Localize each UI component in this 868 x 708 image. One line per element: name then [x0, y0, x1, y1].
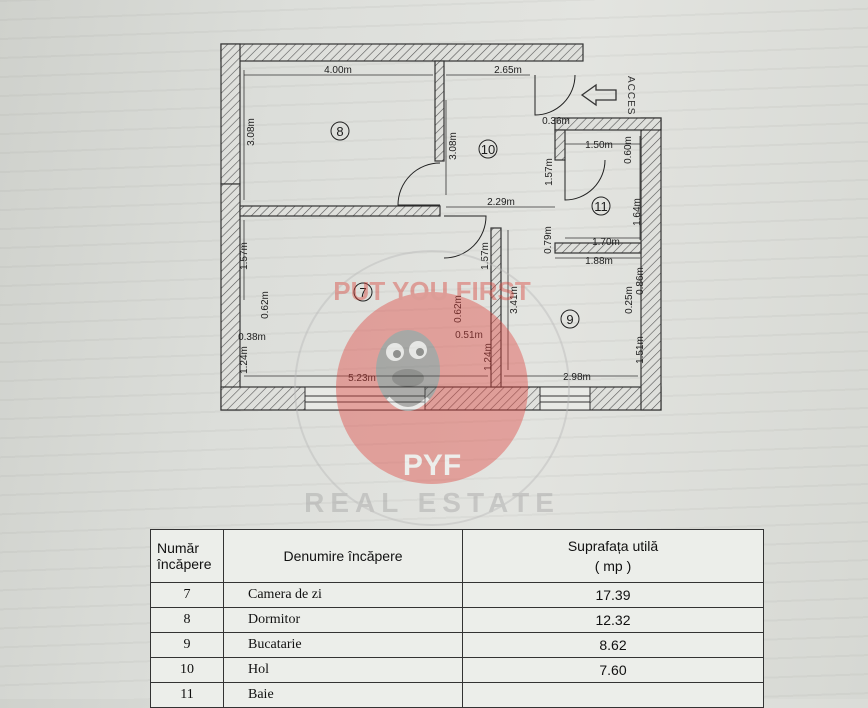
row-area: 17.39: [462, 582, 764, 608]
row-name: Hol: [223, 657, 463, 683]
header-room-name: Denumire încăpere: [223, 529, 463, 583]
dim-0-62-center: 0.62m: [453, 295, 464, 323]
floor-plan: ACCES 8 10 11 7 9 4.00m 2.65m 3.08m 3.08…: [220, 43, 662, 526]
dim-0-60: 0.60m: [623, 136, 634, 164]
watermark-logo: PUT YOU FIRST PYF REAL ESTATE: [294, 250, 570, 526]
row-name: Camera de zi: [223, 582, 463, 608]
room-number-7: 7: [359, 285, 366, 300]
header-area: Suprafața utilă ( mp ): [462, 529, 764, 583]
dim-1-57-living: 1.57m: [239, 242, 250, 270]
row-number: 10: [150, 657, 224, 683]
dim-0-62-left: 0.62m: [260, 291, 271, 319]
dim-0-36: 0.36m: [542, 116, 570, 127]
watermark-bottom: REAL ESTATE: [304, 487, 560, 518]
row-number: 8: [150, 607, 224, 633]
room-number-8: 8: [336, 124, 343, 139]
table-row: 7 Camera de zi 17.39: [150, 582, 764, 608]
room-markers: 8 10 11 7 9: [330, 121, 611, 329]
row-name: Baie: [223, 682, 463, 708]
row-area: 12.32: [462, 607, 764, 633]
header-area-line2: ( mp ): [594, 558, 632, 574]
dim-1-64: 1.64m: [632, 198, 643, 226]
dim-0-51: 0.51m: [455, 330, 483, 341]
header-number-line2: încăpere: [157, 556, 212, 572]
dim-3-41: 3.41m: [509, 286, 520, 314]
rooms-table: Număr încăpere Denumire încăpere Suprafa…: [150, 529, 764, 708]
dim-1-51: 1.51m: [635, 336, 646, 364]
row-number: 9: [150, 632, 224, 658]
dim-1-88: 1.88m: [585, 256, 613, 267]
windows: [304, 386, 591, 411]
row-area: 7.60: [462, 657, 764, 683]
dim-1-57-hall: 1.57m: [544, 158, 555, 186]
dim-4-00: 4.00m: [324, 65, 352, 76]
dim-1-24-left: 1.24m: [239, 346, 250, 374]
dim-3-08-hall: 3.08m: [448, 132, 459, 160]
watermark-top: PUT YOU FIRST: [333, 276, 531, 306]
table-row: 9 Bucatarie 8.62: [150, 632, 764, 658]
dim-1-70: 1.70m: [592, 237, 620, 248]
dim-2-98: 2.98m: [563, 372, 591, 383]
header-room-number: Număr încăpere: [150, 529, 224, 583]
row-name: Bucatarie: [223, 632, 463, 658]
row-number: 11: [150, 682, 224, 708]
table-row: 10 Hol 7.60: [150, 657, 764, 683]
row-name: Dormitor: [223, 607, 463, 633]
table-header-row: Număr încăpere Denumire încăpere Suprafa…: [150, 529, 764, 583]
access-arrow: ACCES: [580, 76, 636, 115]
row-area: [462, 682, 764, 708]
dim-5-23: 5.23m: [348, 373, 376, 384]
row-number: 7: [150, 582, 224, 608]
table-row: 11 Baie: [150, 682, 764, 708]
room-number-11: 11: [594, 199, 608, 214]
dim-1-24-center: 1.24m: [483, 343, 494, 371]
header-area-line1: Suprafața utilă: [567, 538, 659, 554]
header-number-line1: Număr: [157, 540, 200, 556]
dim-1-57-center: 1.57m: [480, 242, 491, 270]
dim-3-08-left: 3.08m: [246, 118, 257, 146]
dim-0-79: 0.79m: [543, 226, 554, 254]
room-number-9: 9: [566, 312, 573, 327]
dimension-lines: [243, 70, 641, 377]
table-row: 8 Dormitor 12.32: [150, 607, 764, 633]
dim-2-65: 2.65m: [494, 65, 522, 76]
dim-0-25: 0.25m: [624, 286, 635, 314]
doors: [397, 74, 606, 259]
access-label: ACCES: [625, 76, 636, 115]
dim-0-86: 0.86m: [635, 267, 646, 295]
dimension-labels: 4.00m 2.65m 3.08m 3.08m 0.36m 1.50m 0.60…: [238, 65, 646, 384]
watermark-brand: PYF: [403, 449, 461, 482]
room-number-10: 10: [481, 142, 495, 157]
dim-2-29: 2.29m: [487, 197, 515, 208]
dim-0-38: 0.38m: [238, 332, 266, 343]
row-area: 8.62: [462, 632, 764, 658]
dim-1-50: 1.50m: [585, 140, 613, 151]
